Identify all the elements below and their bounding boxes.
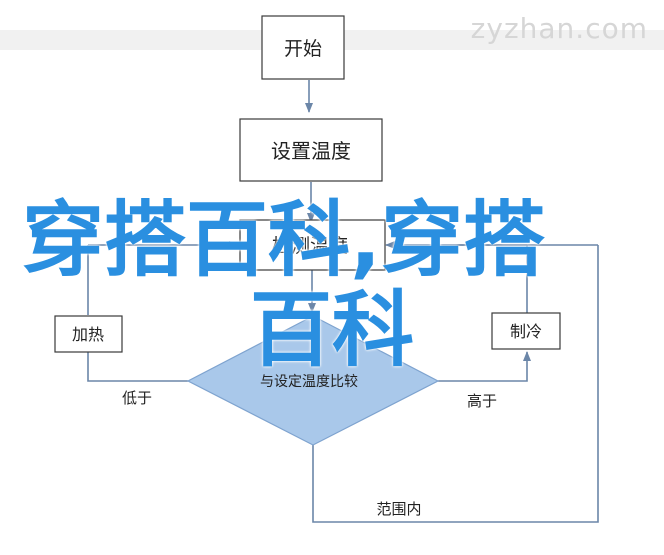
cool-label: 制冷: [510, 322, 542, 341]
compare-label: 与设定温度比较: [260, 374, 358, 390]
cool-box: [491, 312, 561, 350]
detect-temp-box: [239, 219, 386, 271]
high-label: 高于: [467, 392, 497, 410]
compare-diamond: [186, 315, 440, 446]
overlay-text-line2: 百科: [250, 283, 415, 378]
heat-label: 加热: [72, 325, 104, 344]
watermark: zyzhan.com: [470, 12, 648, 45]
overlay-text-line1: 穿搭百科,穿搭: [22, 193, 546, 288]
arrow-compare-to-heat: [87, 352, 188, 382]
set-temp-label: 设置温度: [271, 139, 351, 163]
arrow-compare-in-range: [312, 245, 599, 523]
low-label: 低于: [122, 389, 152, 407]
heat-box: [54, 315, 123, 353]
arrow-compare-to-cool: [438, 351, 531, 382]
in-range-label: 范围内: [376, 500, 421, 518]
start-label: 开始: [284, 38, 322, 60]
start-box: [261, 15, 345, 80]
detect-temp-label: 检测温度: [272, 235, 348, 257]
set-temp-box: [239, 118, 383, 182]
